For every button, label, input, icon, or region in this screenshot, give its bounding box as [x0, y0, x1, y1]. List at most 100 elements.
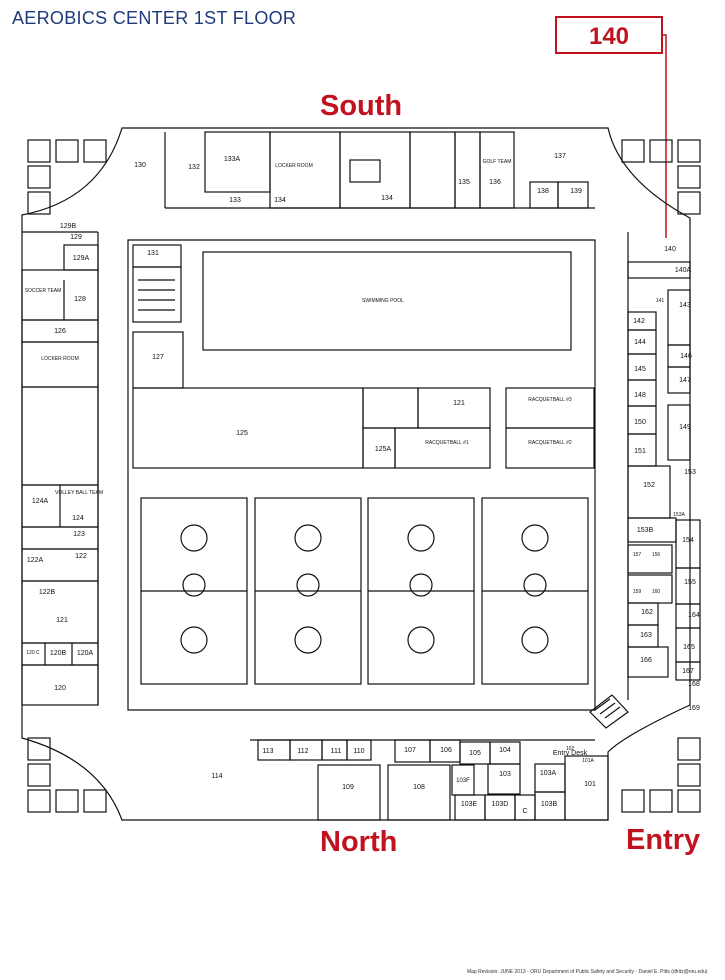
room-136: 136 — [489, 179, 501, 186]
room-103: 103 — [499, 771, 511, 778]
room-103f: 103F — [456, 778, 470, 784]
room-124a: 124A — [32, 498, 49, 505]
room-locker-south: LOCKER ROOM — [275, 163, 313, 169]
room-140: 140 — [664, 246, 676, 253]
room-129a: 129A — [73, 255, 90, 262]
east-wing — [627, 232, 701, 700]
room-105: 105 — [469, 750, 481, 757]
room-152: 152 — [643, 482, 655, 489]
room-157: 157 — [633, 552, 642, 558]
corner-ne-pillars — [621, 139, 701, 215]
room-volleyball-team: VOLLEY BALL TEAM — [55, 490, 103, 496]
room-120: 120 — [54, 685, 66, 692]
room-129: 129 — [70, 234, 82, 241]
room-103a: 103A — [540, 770, 557, 777]
room-126: 126 — [54, 328, 66, 335]
room-169: 169 — [688, 705, 700, 712]
west-wing — [21, 231, 99, 706]
room-123: 123 — [73, 531, 85, 538]
room-134-a: 134 — [274, 197, 286, 204]
room-134-b: 134 — [381, 195, 393, 202]
south-wing — [164, 131, 595, 209]
room-golf-team: GOLF TEAM — [483, 159, 512, 165]
room-racquetball-1: RACQUETBALL #1 — [425, 440, 469, 446]
room-locker-west: LOCKER ROOM — [41, 356, 79, 362]
room-135: 135 — [458, 179, 470, 186]
room-142: 142 — [633, 318, 645, 325]
room-124: 124 — [72, 515, 84, 522]
compass-south-label: South — [320, 90, 403, 122]
room-141: 141 — [656, 298, 665, 304]
room-soccer-team: SOCCER TEAM — [25, 288, 62, 294]
room-138: 138 — [537, 188, 549, 195]
room-109: 109 — [342, 784, 354, 791]
room-156: 156 — [652, 552, 661, 558]
room-128: 128 — [74, 296, 86, 303]
room-165: 165 — [683, 644, 695, 651]
map-title: AEROBICS CENTER 1ST FLOOR — [12, 8, 297, 28]
room-122a: 122A — [27, 557, 44, 564]
north-wing — [250, 739, 609, 821]
room-167: 167 — [682, 668, 694, 675]
room-102: 102 — [566, 746, 575, 752]
room-103d: 103D — [492, 801, 509, 808]
room-122: 122 — [75, 553, 87, 560]
room-swimming-pool: SWIMMING POOL — [362, 298, 404, 304]
room-137: 137 — [554, 153, 566, 160]
room-120c: 120 C — [26, 650, 40, 656]
room-110: 110 — [353, 748, 364, 755]
entry-stair — [589, 694, 629, 729]
room-162: 162 — [641, 609, 653, 616]
room-103b: 103B — [541, 801, 558, 808]
room-153: 153 — [684, 469, 696, 476]
corner-sw-pillars — [27, 737, 107, 813]
room-106: 106 — [440, 747, 452, 754]
room-104: 104 — [499, 747, 511, 754]
basketball-courts — [140, 497, 589, 685]
room-114: 114 — [211, 773, 222, 780]
room-163: 163 — [640, 632, 652, 639]
room-125a: 125A — [375, 446, 392, 453]
room-122b: 122B — [39, 589, 56, 596]
room-145: 145 — [634, 366, 646, 373]
room-101: 101 — [584, 781, 596, 788]
room-159: 159 — [633, 589, 642, 595]
entry-desk: Entry Desk — [553, 750, 588, 757]
room-130: 130 — [134, 162, 146, 169]
corner-se-pillars — [621, 737, 701, 813]
room-120b: 120B — [50, 650, 67, 657]
entry-label: Entry — [626, 824, 701, 856]
room-113: 113 — [262, 748, 273, 755]
room-154: 154 — [682, 537, 694, 544]
room-racquetball-3: RACQUETBALL #3 — [528, 397, 572, 403]
room-166: 166 — [640, 657, 652, 664]
room-133: 133 — [229, 197, 241, 204]
room-151: 151 — [634, 448, 646, 455]
room-153a: 153A — [673, 512, 685, 518]
room-146: 146 — [680, 353, 692, 360]
arena-interior — [132, 244, 595, 469]
room-112: 112 — [297, 748, 308, 755]
callout-leader-line — [663, 34, 667, 238]
room-140-callout: 140 — [555, 16, 663, 54]
room-103e: 103E — [461, 801, 478, 808]
room-121-arena: 121 — [453, 400, 465, 407]
room-140a: 140A — [675, 267, 692, 274]
room-147: 147 — [679, 377, 691, 384]
room-131: 131 — [147, 250, 159, 257]
room-139: 139 — [570, 188, 582, 195]
room-153b: 153B — [637, 527, 654, 534]
room-111: 111 — [331, 748, 342, 755]
room-101a: 101A — [582, 758, 594, 764]
room-133a: 133A — [224, 156, 241, 163]
room-164: 164 — [688, 612, 700, 619]
room-144: 144 — [634, 339, 646, 346]
map-credit: Map Revision: JUNE 2013 - ORU Department… — [467, 969, 708, 975]
room-120a: 120A — [77, 650, 94, 657]
room-125: 125 — [236, 430, 248, 437]
room-143: 143 — [679, 302, 691, 309]
room-132: 132 — [188, 164, 200, 171]
corner-nw-pillars — [27, 139, 107, 215]
room-127: 127 — [152, 354, 164, 361]
